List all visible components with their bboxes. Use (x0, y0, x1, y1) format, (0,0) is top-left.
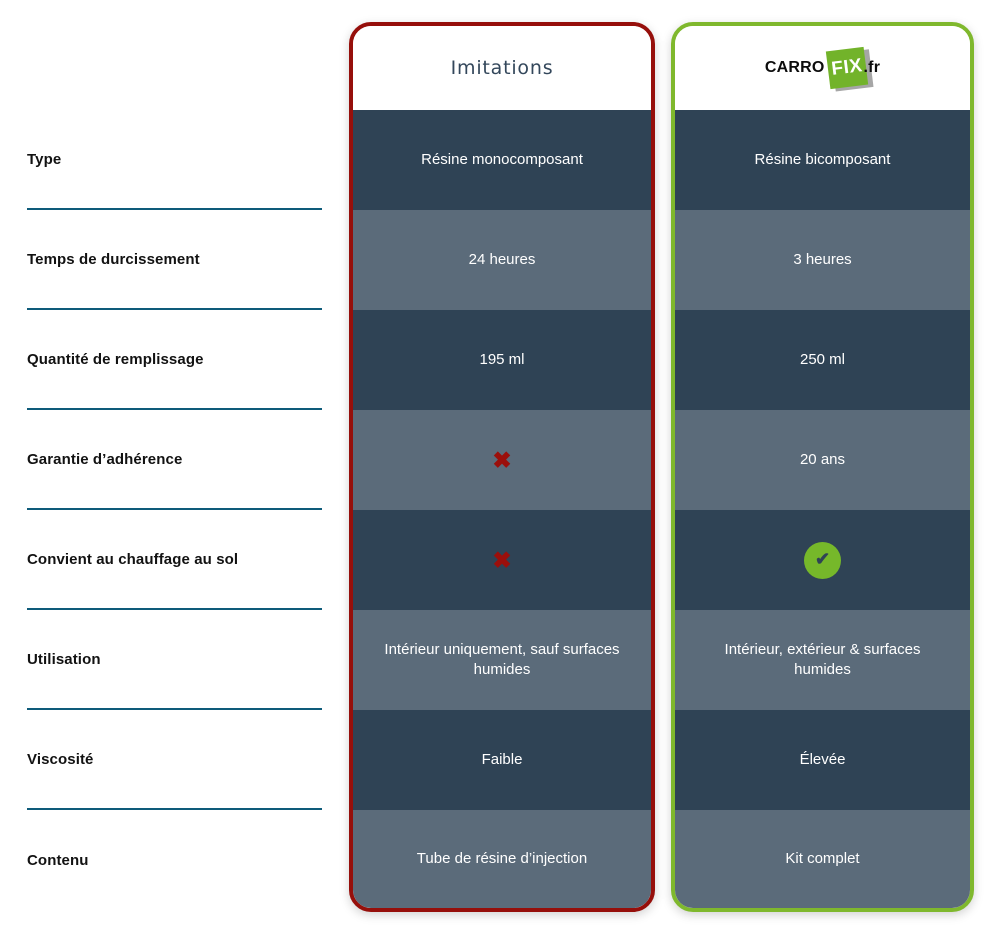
table-cell: 3 heures (675, 210, 970, 310)
carrofix-card-header: CARRO FIX .fr (675, 26, 970, 110)
row-label-text: Quantité de remplissage (27, 350, 204, 368)
cross-icon: ✖ (492, 446, 512, 473)
table-cell: Résine bicomposant (675, 110, 970, 210)
row-label: Type (27, 110, 322, 210)
table-cell: ✖ (353, 510, 651, 610)
row-label: Utilisation (27, 610, 322, 710)
table-cell: 250 ml (675, 310, 970, 410)
table-cell: Tube de résine d’injection (353, 810, 651, 908)
cell-text: 3 heures (793, 250, 852, 268)
cell-text: Intérieur, extérieur & surfaces humides (724, 640, 921, 678)
cell-text: 20 ans (799, 450, 846, 468)
imitations-card-title: Imitations (450, 57, 554, 79)
table-cell: Élevée (675, 710, 970, 810)
cell-text: Élevée (799, 750, 846, 768)
row-label-text: Viscosité (27, 750, 94, 768)
row-label: Quantité de remplissage (27, 310, 322, 410)
cell-text: Kit complet (785, 849, 860, 867)
table-cell: 20 ans (675, 410, 970, 510)
check-icon: ✔ (804, 541, 841, 579)
table-cell: 195 ml (353, 310, 651, 410)
row-label: Viscosité (27, 710, 322, 810)
cell-text: Intérieur uniquement, sauf surfaces humi… (384, 640, 620, 678)
carrofix-logo-square: FIX (825, 46, 868, 90)
cell-text: Faible (481, 750, 523, 768)
carrofix-logo-fr-text: .fr (863, 59, 881, 76)
table-cell: Intérieur uniquement, sauf surfaces humi… (353, 610, 651, 710)
cross-icon: ✖ (492, 546, 512, 573)
cell-text: 250 ml (799, 350, 846, 368)
row-label-text: Type (27, 150, 62, 168)
cell-text: Tube de résine d’injection (416, 849, 588, 867)
row-label-text: Temps de durcissement (27, 250, 200, 268)
check-glyph: ✔ (814, 549, 831, 569)
cell-text: Résine bicomposant (754, 150, 891, 168)
row-label: Temps de durcissement (27, 210, 322, 310)
table-cell: 24 heures (353, 210, 651, 310)
carrofix-logo-carro-text: CARRO (764, 59, 825, 76)
row-label: Convient au chauffage au sol (27, 510, 322, 610)
table-cell: Intérieur, extérieur & surfaces humides (675, 610, 970, 710)
table-cell: ✖ (353, 410, 651, 510)
row-label-text: Contenu (27, 851, 89, 869)
row-label: Garantie d’adhérence (27, 410, 322, 510)
carrofix-logo: CARRO FIX .fr (764, 46, 881, 90)
imitations-cells: Résine monocomposant 24 heures 195 ml ✖ ✖ Int… (353, 110, 651, 908)
carrofix-cells: Résine bicomposant 3 heures 250 ml 20 ans ✔ I… (675, 110, 970, 908)
row-label-text: Garantie d’adhérence (27, 450, 183, 468)
table-cell: Kit complet (675, 810, 970, 908)
carrofix-logo-fix-text: FIX (829, 55, 864, 80)
row-label-text: Convient au chauffage au sol (27, 550, 239, 568)
cell-text: 195 ml (479, 350, 525, 368)
row-label-text: Utilisation (27, 650, 101, 668)
table-cell: ✔ (675, 510, 970, 610)
cell-text: Résine monocomposant (421, 150, 583, 168)
imitations-card-header: Imitations (353, 26, 651, 110)
cell-text: 24 heures (468, 250, 536, 268)
imitations-card: Imitations Résine monocomposant 24 heures… (349, 22, 655, 912)
table-cell: Résine monocomposant (353, 110, 651, 210)
row-label: Contenu (27, 810, 322, 910)
carrofix-card: CARRO FIX .fr Résine bicomposant 3 heures… (671, 22, 974, 912)
table-cell: Faible (353, 710, 651, 810)
